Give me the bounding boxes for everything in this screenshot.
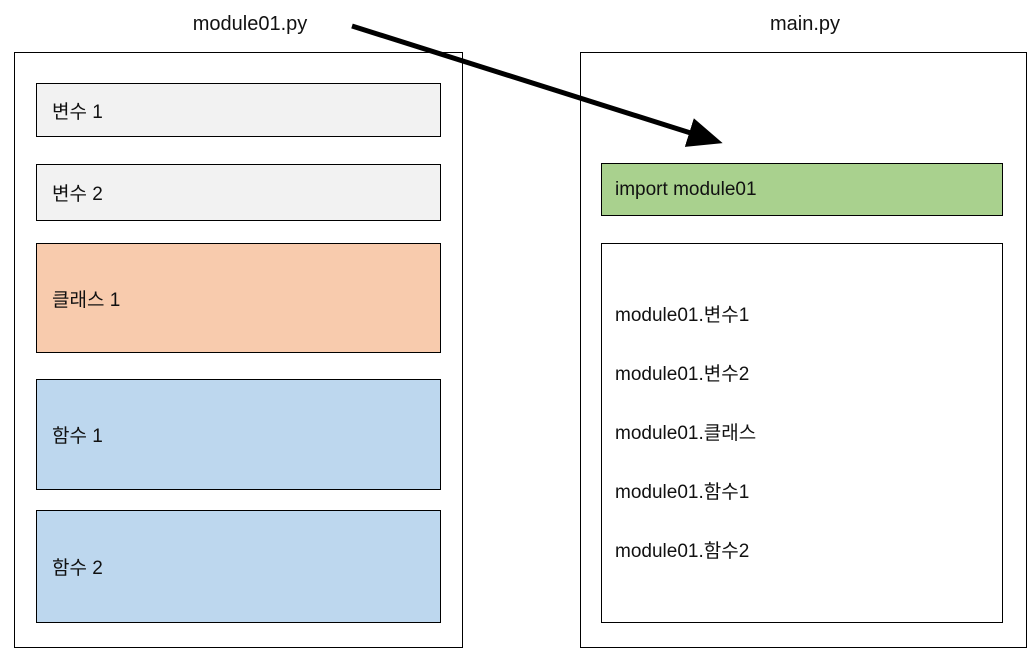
usage-line: module01.클래스 [615,423,757,444]
variable2-label: 변수 2 [52,184,103,205]
class1-label: 클래스 1 [52,289,121,311]
class1-block: 클래스 1 [36,243,441,353]
variable2-block: 변수 2 [36,164,441,221]
variable1-block: 변수 1 [36,83,441,137]
module-file-title: module01.py [192,13,308,35]
main-panel: import module01 module01.변수1 module01.변수… [580,52,1027,648]
import-statement-box: import module01 [601,163,1003,216]
usage-line: module01.함수1 [615,482,750,503]
function2-block: 함수 2 [36,510,441,623]
variable1-label: 변수 1 [52,101,103,123]
function1-block: 함수 1 [36,379,441,490]
module-panel: 변수 1 변수 2 클래스 1 함수 1 함수 2 [14,52,463,648]
import-statement-label: import module01 [615,178,757,200]
usage-list-box: module01.변수1 module01.변수2 module01.클래스 m… [601,243,1003,623]
usage-line: module01.변수1 [615,305,750,326]
main-file-title: main.py [769,13,841,35]
function2-label: 함수 2 [52,558,103,579]
usage-line: module01.변수2 [615,364,750,385]
usage-line: module01.함수2 [615,541,750,562]
function1-label: 함수 1 [52,426,103,447]
